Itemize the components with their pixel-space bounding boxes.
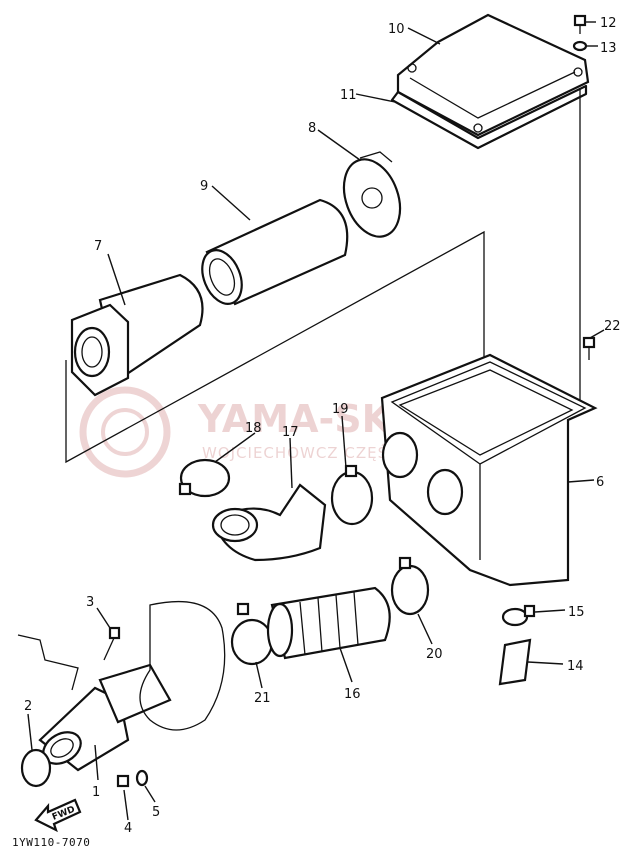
callout-1: 1 xyxy=(92,785,100,800)
diagram-code: 1YW110-7070 xyxy=(12,836,90,849)
callout-9: 9 xyxy=(200,179,208,194)
part-hose-clamp-19 xyxy=(330,464,374,526)
callout-5: 5 xyxy=(152,805,160,820)
assembly-outline xyxy=(65,230,485,464)
callout-12: 12 xyxy=(600,16,617,31)
part-joint-bolt xyxy=(103,626,121,661)
part-bolt xyxy=(582,336,596,360)
part-drain-cap xyxy=(498,638,532,686)
callout-20: 20 xyxy=(426,647,443,662)
part-drain-clamp xyxy=(501,604,536,627)
callout-16: 16 xyxy=(344,687,361,702)
callout-2: 2 xyxy=(24,699,32,714)
part-filter-element xyxy=(201,198,349,306)
callout-4: 4 xyxy=(124,821,132,836)
part-hose-clamp-20 xyxy=(390,556,430,616)
part-carb-joint xyxy=(38,663,172,772)
part-washer xyxy=(572,40,588,52)
callout-21: 21 xyxy=(254,691,271,706)
watermark-logo xyxy=(79,386,171,478)
callout-13: 13 xyxy=(600,41,617,56)
callout-14: 14 xyxy=(567,659,584,674)
callout-6: 6 xyxy=(596,475,604,490)
part-air-box xyxy=(380,88,598,587)
part-cover-seal xyxy=(390,84,588,150)
part-element-holder xyxy=(70,273,204,397)
bracket-line xyxy=(17,634,79,691)
engine-outline xyxy=(139,600,226,731)
fwd-arrow: FWD xyxy=(34,798,82,833)
part-element-cap xyxy=(342,151,402,238)
callout-11: 11 xyxy=(340,88,357,103)
leader-lines xyxy=(27,21,605,821)
part-hose-clamp-21 xyxy=(230,602,274,666)
callout-19: 19 xyxy=(332,402,349,417)
callout-3: 3 xyxy=(86,595,94,610)
part-hose-clamp-18 xyxy=(178,458,231,498)
part-elbow-joint xyxy=(211,483,327,562)
part-cover-screw xyxy=(573,14,587,34)
callout-17: 17 xyxy=(282,425,299,440)
part-gasket xyxy=(20,748,52,788)
part-nut xyxy=(116,774,130,788)
callout-22: 22 xyxy=(604,319,621,334)
callout-7: 7 xyxy=(94,239,102,254)
callout-15: 15 xyxy=(568,605,585,620)
callouts: 1 2 3 4 5 6 7 8 9 10 11 12 13 14 15 16 1… xyxy=(24,16,621,836)
callout-10: 10 xyxy=(388,22,405,37)
callout-8: 8 xyxy=(308,121,316,136)
part-air-box-cover xyxy=(396,13,590,137)
callout-18: 18 xyxy=(245,421,262,436)
part-intake-hose xyxy=(266,586,391,660)
part-spring-washer xyxy=(135,769,149,787)
